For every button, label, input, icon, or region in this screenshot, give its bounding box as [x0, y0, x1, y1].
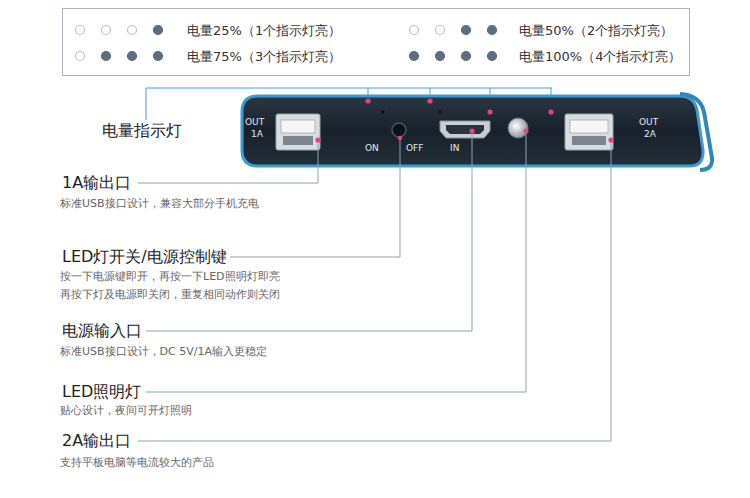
callout-note: 支持平板电脑等电流较大的产品	[60, 456, 214, 469]
port-marking: OUT	[245, 117, 264, 128]
callout-lines	[138, 131, 611, 441]
callout-note: 按一下电源键即开，再按一下LED照明灯即亮	[60, 270, 280, 283]
battery-level-text: 电量100%（4个指示灯亮）	[519, 49, 681, 65]
callout-note: 标准USB接口设计，DC 5V/1A输入更稳定	[60, 345, 267, 358]
callout-dots	[315, 128, 613, 142]
callout-note: 再按下灯及电源即关闭，重复相同动作则关闭	[60, 288, 280, 301]
callout-title: 电源输入口	[60, 321, 144, 340]
callout-note: 标准USB接口设计，兼容大部分手机充电	[60, 197, 259, 210]
battery-level-text: 电量25%（1个指示灯亮）	[187, 23, 341, 39]
port-marking: IN	[450, 143, 459, 154]
port-marking: OUT	[639, 117, 658, 128]
callout-title: 2A输出口	[60, 431, 133, 450]
switch-marking: OFF	[406, 143, 423, 154]
callout-title: LED照明灯	[60, 382, 143, 401]
power-bank-body	[242, 94, 712, 170]
callout-note: 贴心设计，夜间可开灯照明	[60, 404, 192, 417]
legend-box: 电量25%（1个指示灯亮） 电量50%（2个指示灯亮） 电量75%（3个指示灯亮） 电…	[62, 8, 690, 76]
part-label: 电量指示灯	[100, 121, 184, 140]
switch-marking: ON	[365, 143, 379, 154]
callout-title: LED灯开关/电源控制键	[60, 247, 229, 266]
battery-level-text: 电量75%（3个指示灯亮）	[187, 49, 341, 65]
callout-title: 1A输出口	[60, 173, 133, 192]
battery-level-text: 电量50%（2个指示灯亮）	[519, 23, 673, 39]
port-marking: 1A	[251, 129, 263, 140]
port-marking: 2A	[644, 129, 656, 140]
